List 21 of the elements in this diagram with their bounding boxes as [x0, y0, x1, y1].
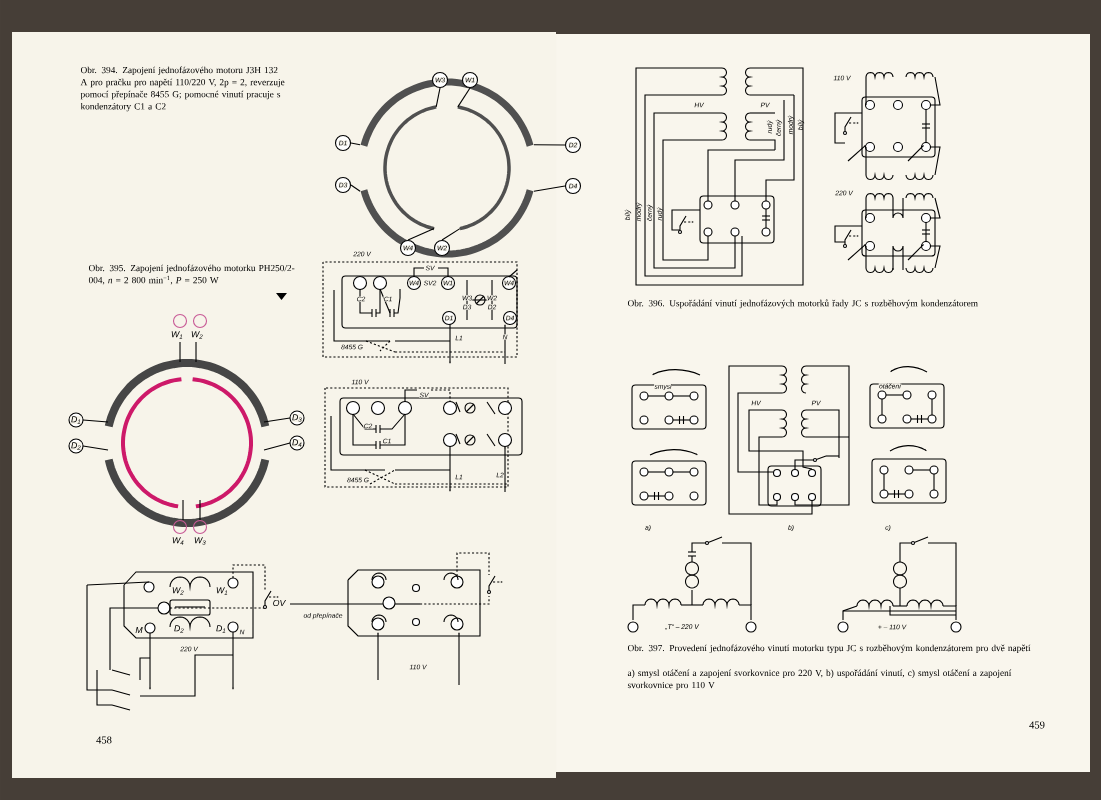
label: D$_{2}$ [70, 441, 82, 451]
caption: Obr. 395. Zapojení jednofázového motorku PH250/2-004, n = 2 800 min$^{−1}$, P = 250 W [88, 264, 295, 285]
label: D$_{1}$ [70, 415, 82, 425]
label: W$_{1}$ [215, 586, 229, 596]
label: W$_{4}$ [171, 536, 185, 546]
label: M [135, 626, 143, 634]
label: W$_{2}$ [171, 586, 185, 596]
label: D$_{1}$ [215, 624, 227, 634]
page-number: 459 [1029, 721, 1045, 729]
label: W$_{3}$ [193, 536, 207, 546]
label: D$_{4}$ [291, 438, 303, 448]
caption: Obr. 397. Provedení jednofázového vinutí motorku typu JC s rozběhovým kondenzátorem pro dvě napětí [627, 644, 1031, 654]
label: D$_{2}$ [173, 624, 185, 634]
label: W$_{1}$ [170, 330, 184, 340]
caption: a) smysl otáčení a zapojení svorkovnice pro 220 V, b) uspořádání vinutí, c) smysl otáčení a zapojení svorkovnice pro 110 V [627, 669, 1012, 691]
page-number: 458 [96, 736, 112, 744]
label: W$_{2}$ [190, 330, 204, 340]
caption: Obr. 396. Uspořádání vinutí jednofázových motorků řady JC s rozběhovým kondenzátorem [627, 299, 978, 309]
label: OV [272, 599, 287, 607]
label: D$_{3}$ [291, 413, 303, 423]
caption: Obr. 394. Zapojení jednofázového motoru J3H 132 A pro pračku pro napětí 110/220 V, 2p = 2, reverzuje pomocí přepínače 8455 G; pomocné vinutí pracuje s kondenzátory C1 a C2 [80, 66, 285, 112]
